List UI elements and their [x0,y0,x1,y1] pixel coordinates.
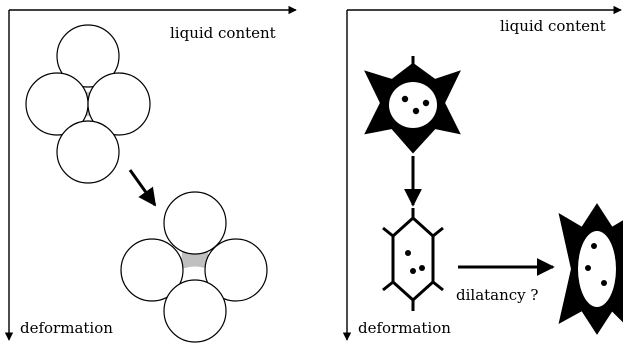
left-deformation-axis-label: deformation [20,319,113,337]
dilatancy-label: dilatancy ? [456,286,538,304]
particle [405,250,411,256]
particle [422,99,430,107]
grain-bottom [56,120,120,184]
grain-top [56,24,120,88]
grain-right [204,238,268,302]
grain-boundary-tip [382,226,394,238]
particle [412,107,420,115]
grain-right [87,72,151,136]
liquid-pore [578,231,616,307]
sheared-grains-cluster [120,191,268,343]
cell-outline [391,215,435,303]
particle [401,95,409,103]
grain-boundary-tip [432,280,444,292]
particle [601,280,607,286]
grain-boundary-tip [382,280,394,292]
grain-bottom [163,279,227,343]
dilated-cell [558,203,623,335]
right-liquid-axis-label: liquid content [500,17,606,35]
deformation-arrow [128,169,157,207]
liquid-pore [389,82,437,128]
sheared-cell [382,208,444,311]
packed-grains-cluster [25,24,151,184]
grain-boundary-tip [432,226,444,238]
particle [419,265,425,271]
right-deformation-axis-label: deformation [358,319,451,337]
left-panel: liquid content deformation [4,5,297,343]
right-panel: liquid content deformation dilatancy [342,5,623,341]
particle [591,243,597,249]
grain-top [163,191,227,255]
left-liquid-axis-label: liquid content [170,24,276,42]
wet-grain-cell [364,56,461,154]
particle [410,268,416,274]
particle [585,265,591,271]
grain-left [120,238,184,302]
